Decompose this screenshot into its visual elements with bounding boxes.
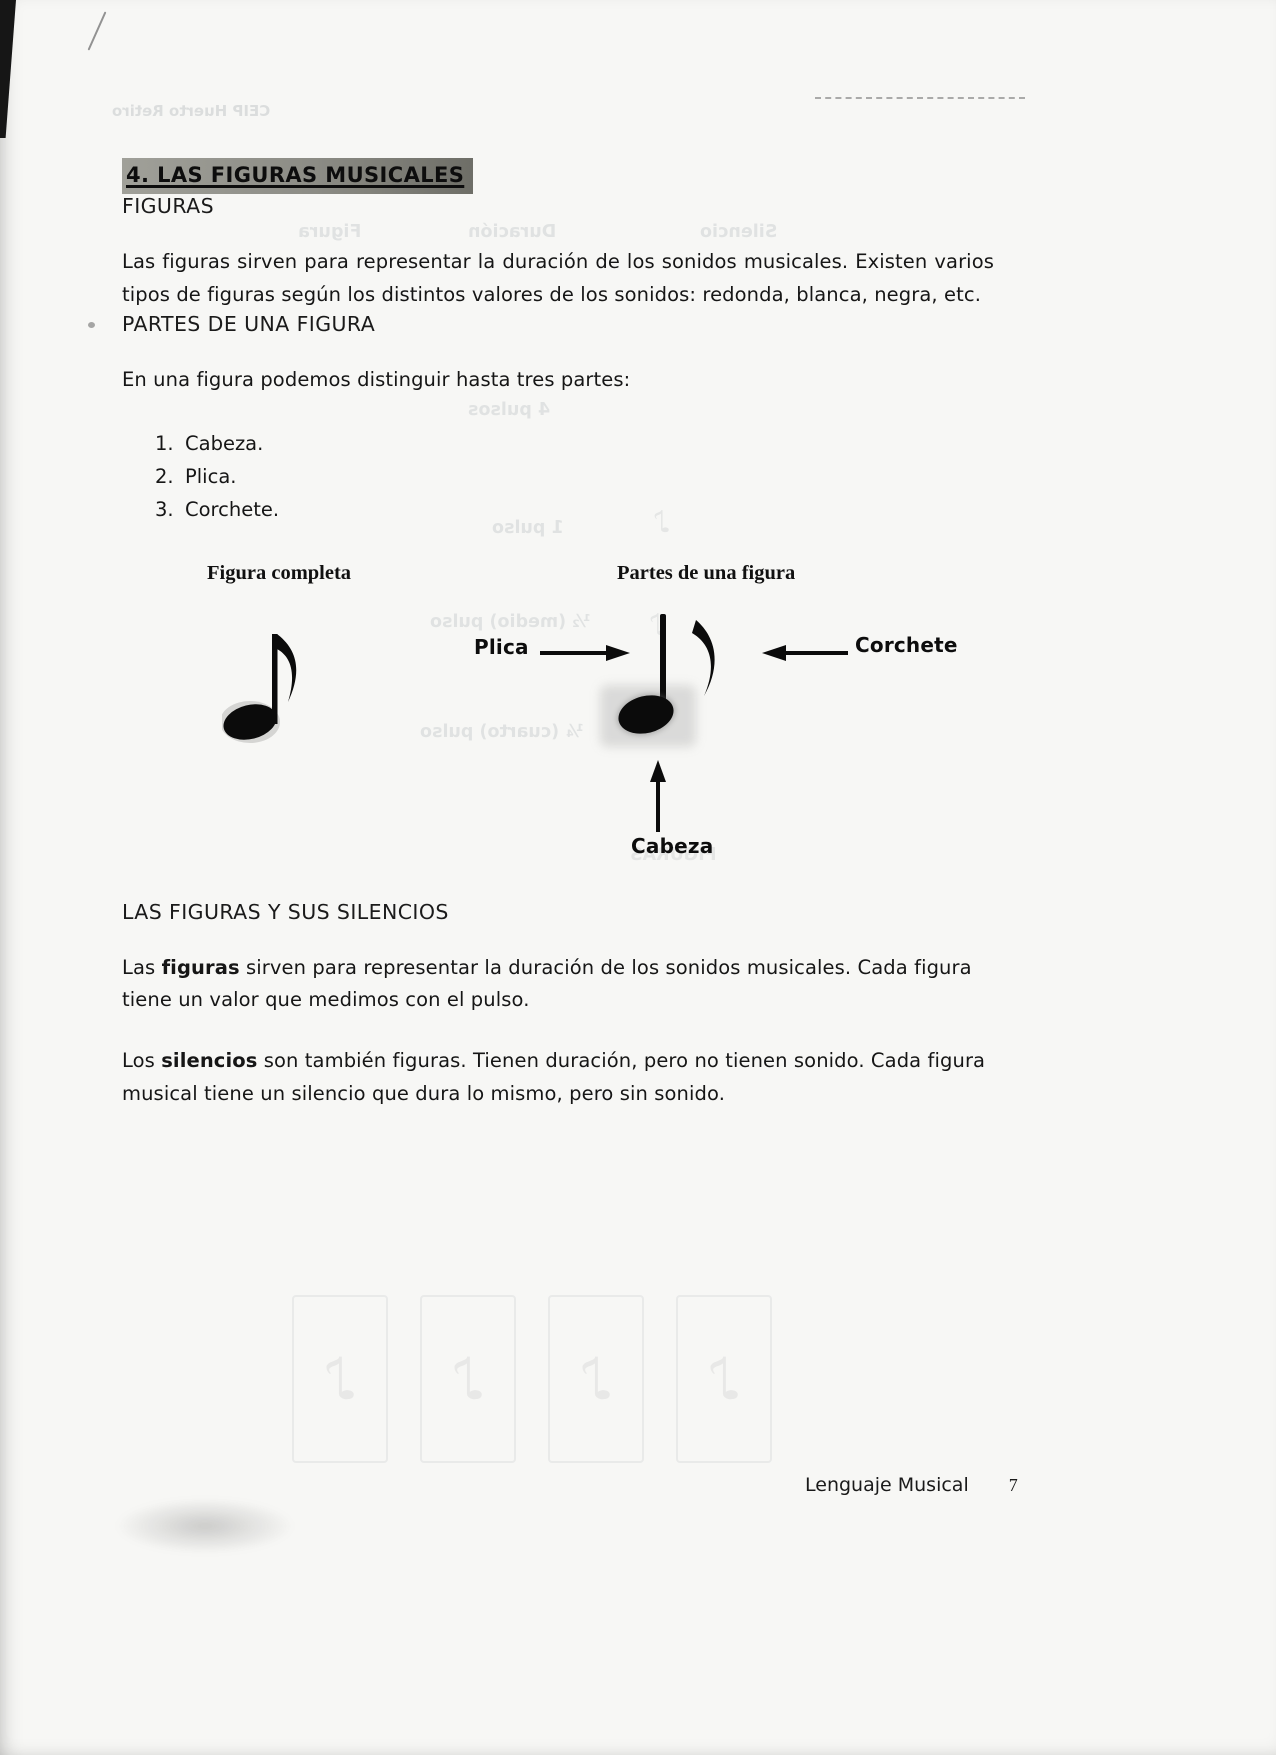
bleedthrough-table-cell: ♪	[548, 1295, 644, 1463]
list-number: 2.	[155, 464, 174, 488]
list-number: 1.	[155, 431, 174, 455]
note-parts-list: 1. Cabeza. 2. Plica. 3. Corchete.	[122, 427, 994, 526]
cabeza-label: Cabeza	[631, 833, 714, 858]
subheading-figuras-y-silencios: LAS FIGURAS Y SUS SILENCIOS	[122, 899, 449, 924]
eighth-note-icon	[222, 633, 297, 743]
text-run: Los	[122, 1049, 162, 1073]
bleedthrough-table-cell: ♪	[676, 1295, 772, 1463]
scan-edge-mark	[0, 0, 16, 138]
list-text: Corchete.	[185, 497, 280, 521]
bleedthrough-note-icon: ♪	[705, 1345, 743, 1413]
plica-label: Plica	[474, 634, 529, 659]
text-run: son también figuras. Tienen duración, pe…	[122, 1049, 986, 1105]
paragraph-figuras-pulso: Las figuras sirven para representar la d…	[122, 952, 994, 1018]
list-item-cabeza: 1. Cabeza.	[155, 427, 994, 460]
scan-scratch-mark	[87, 11, 107, 51]
scan-corner-shadow	[115, 1498, 295, 1554]
list-item-corchete: 3. Corchete.	[155, 493, 994, 526]
list-item-plica: 2. Plica.	[155, 460, 994, 493]
note-flag-part	[692, 619, 715, 696]
figure-caption-complete: Figura completa	[207, 561, 352, 584]
scan-dashed-line	[815, 97, 1025, 99]
document-title: 4. LAS FIGURAS MUSICALES	[122, 158, 994, 195]
bleedthrough-note-icon: ♪	[321, 1345, 359, 1413]
paragraph-partes-intro: En una figura podemos distinguir hasta t…	[122, 367, 631, 391]
page-content: 4. LAS FIGURAS MUSICALES FIGURAS Las fig…	[122, 0, 994, 1111]
bleedthrough-table: ♪ ♪ ♪ ♪	[292, 1295, 880, 1463]
paragraph-silencios: Los silencios son también figuras. Tiene…	[122, 1045, 994, 1111]
list-number: 3.	[155, 497, 174, 521]
bleedthrough-table-cell: ♪	[292, 1295, 388, 1463]
arrow-left-icon	[762, 644, 848, 661]
bold-term-silencios: silencios	[161, 1049, 258, 1073]
text-run: Las	[122, 955, 162, 979]
arrow-right-icon	[540, 644, 630, 661]
note-anatomy-diagram: Figura completa Partes de una figura Pli…	[122, 562, 994, 900]
note-stem-part	[660, 613, 666, 704]
section-heading: 4. LAS FIGURAS MUSICALES	[122, 158, 474, 195]
text-run: sirven para representar la duración de l…	[122, 955, 972, 1012]
page-number: 7	[1008, 1475, 1018, 1495]
scan-speck	[88, 322, 95, 328]
bleedthrough-note-icon: ♪	[577, 1345, 615, 1413]
arrow-up-icon	[650, 759, 666, 832]
bleedthrough-table-cell: ♪	[420, 1295, 516, 1463]
corchete-label: Corchete	[855, 632, 958, 657]
page-footer: Lenguaje Musical 7	[805, 1474, 1018, 1496]
subheading-figuras: FIGURAS	[122, 194, 214, 219]
bleedthrough-note-icon: ♪	[449, 1345, 487, 1413]
subheading-partes-de-una-figura: PARTES DE UNA FIGURA	[122, 311, 376, 336]
bold-term-figuras: figuras	[161, 955, 240, 979]
paragraph-figuras: Las figuras sirven para representar la d…	[122, 250, 994, 307]
list-text: Cabeza.	[185, 431, 264, 455]
list-text: Plica.	[185, 464, 237, 488]
footer-label: Lenguaje Musical	[805, 1474, 969, 1496]
figure-caption-parts: Partes de una figura	[617, 561, 796, 584]
